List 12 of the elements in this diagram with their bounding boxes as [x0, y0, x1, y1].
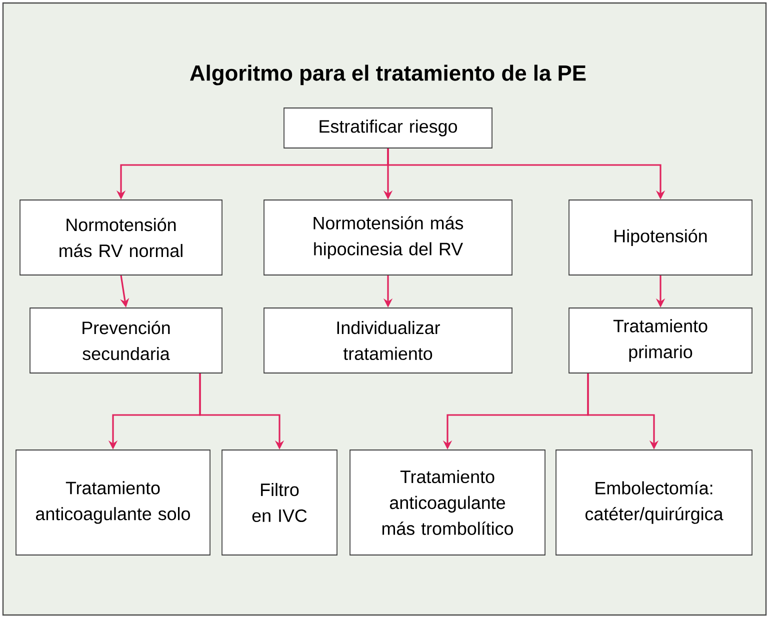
process-box: Prevención secundaria — [30, 308, 222, 374]
process-box: Individualizar tratamiento — [264, 308, 512, 374]
process-box: Embolectomía: catéter/quirúrgica — [556, 450, 752, 556]
process-box: Tratamiento anticoagulante más trombolítico — [350, 450, 546, 556]
process-box: Hipotensión — [568, 200, 752, 276]
process-box: Normotensión más RV normal — [20, 200, 222, 276]
process-box: Normotensión más hipocinesia del RV — [264, 200, 512, 276]
title: Algoritmo para el tratamiento de la PE — [190, 64, 586, 86]
process-box: Tratamiento primario — [568, 308, 752, 374]
process-box: Tratamiento anticoagulante solo — [16, 450, 210, 556]
process-box: Estratificar riesgo — [284, 108, 492, 148]
process-box: Filtro en IVC — [222, 450, 338, 556]
